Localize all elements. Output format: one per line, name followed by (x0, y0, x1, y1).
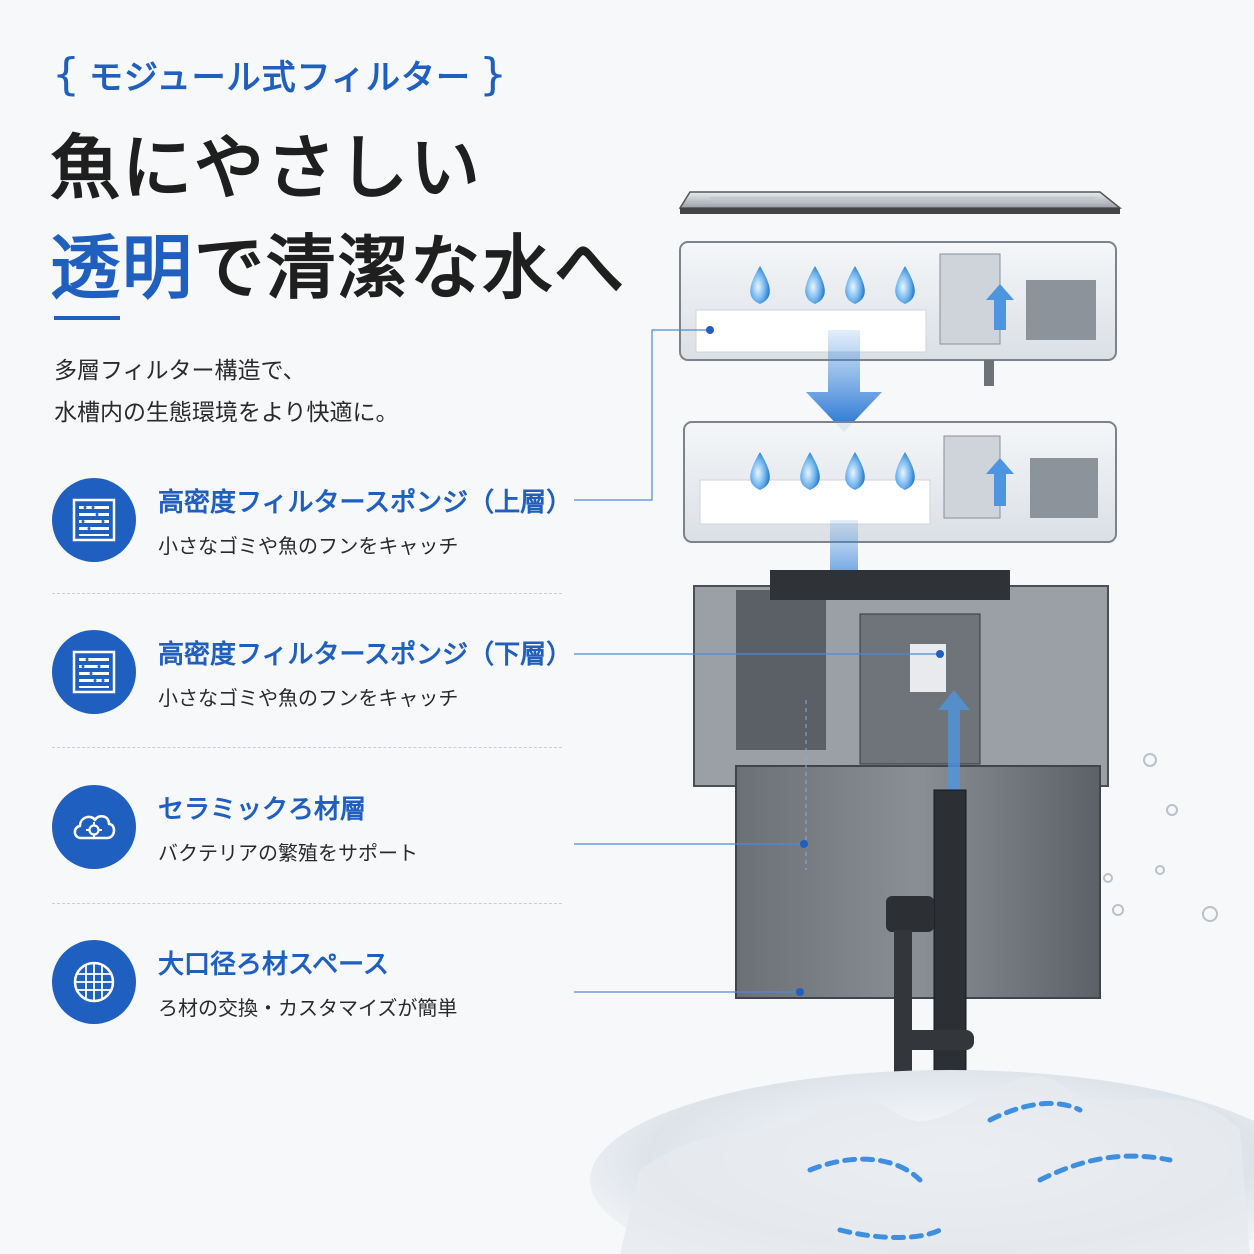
feature-title: セラミックろ材層 (158, 795, 367, 825)
eyebrow-label: モジュール式フィルター (89, 57, 471, 98)
intro-line-2: 水槽内の生態環境をより快適に。 (54, 400, 399, 426)
flow-up-arrow (938, 690, 970, 790)
feature-description: ろ材の交換・カスタマイズが簡単 (158, 996, 458, 1020)
headline-line-2: 透明で清潔な水へ (50, 218, 626, 318)
callout-dot (706, 326, 714, 334)
intro-text: 多層フィルター構造で、 水槽内の生態環境をより快適に。 (54, 350, 399, 434)
filter-main-box (693, 570, 1109, 999)
feature-large-media-space: 大口径ろ材スペース ろ材の交換・カスタマイズが簡単 (52, 940, 562, 1070)
headline-accent: 透明 (50, 227, 194, 309)
flow-up-arrow (986, 458, 1014, 506)
cloud-bacteria-icon (52, 785, 136, 869)
feature-title: 高密度フィルタースポンジ（下層） (158, 640, 573, 670)
upper-sponge-tray (679, 241, 1117, 386)
flow-down-arrow (806, 330, 882, 432)
feature-upper-sponge: 高密度フィルタースポンジ（上層） 小さなゴミや魚のフンをキャッチ (52, 478, 572, 608)
divider (52, 593, 562, 594)
callout-dot (796, 988, 804, 996)
water-drop-icon (750, 266, 915, 304)
mesh-sphere-icon (52, 940, 136, 1024)
feature-title: 高密度フィルタースポンジ（上層） (158, 488, 573, 518)
feature-description: バクテリアの繁殖をサポート (158, 841, 418, 865)
sponge-grid-icon (52, 630, 136, 714)
headline: 魚にやさしい 透明で清潔な水へ (50, 118, 626, 318)
callout-lines (574, 329, 940, 993)
divider (52, 747, 562, 748)
water-splash (590, 753, 1254, 1254)
feature-ceramic-media: セラミックろ材層 バクテリアの繁殖をサポート (52, 785, 562, 915)
filter-exploded-illustration (560, 170, 1254, 1254)
filter-lid (678, 191, 1123, 214)
brace-close: } (478, 48, 508, 100)
intro-line-1: 多層フィルター構造で、 (54, 358, 306, 384)
feature-description: 小さなゴミや魚のフンをキャッチ (158, 534, 459, 558)
divider (52, 903, 562, 904)
headline-underline (54, 316, 120, 320)
flow-up-arrow (986, 284, 1014, 330)
lower-sponge-tray (683, 421, 1117, 543)
feature-description: 小さなゴミや魚のフンをキャッチ (158, 686, 459, 710)
callout-dot (936, 650, 944, 658)
section-eyebrow: { モジュール式フィルター } (52, 46, 508, 102)
sponge-grid-icon (52, 478, 136, 562)
water-drop-icon (750, 452, 915, 490)
brace-open: { (52, 48, 81, 100)
headline-rest: で清潔な水へ (194, 227, 626, 309)
feature-lower-sponge: 高密度フィルタースポンジ（下層） 小さなゴミや魚のフンをキャッチ (52, 630, 572, 760)
feature-title: 大口径ろ材スペース (158, 950, 389, 980)
filter-diagram (574, 191, 1254, 1254)
headline-line-1: 魚にやさしい (50, 127, 482, 209)
callout-dot (800, 840, 808, 848)
